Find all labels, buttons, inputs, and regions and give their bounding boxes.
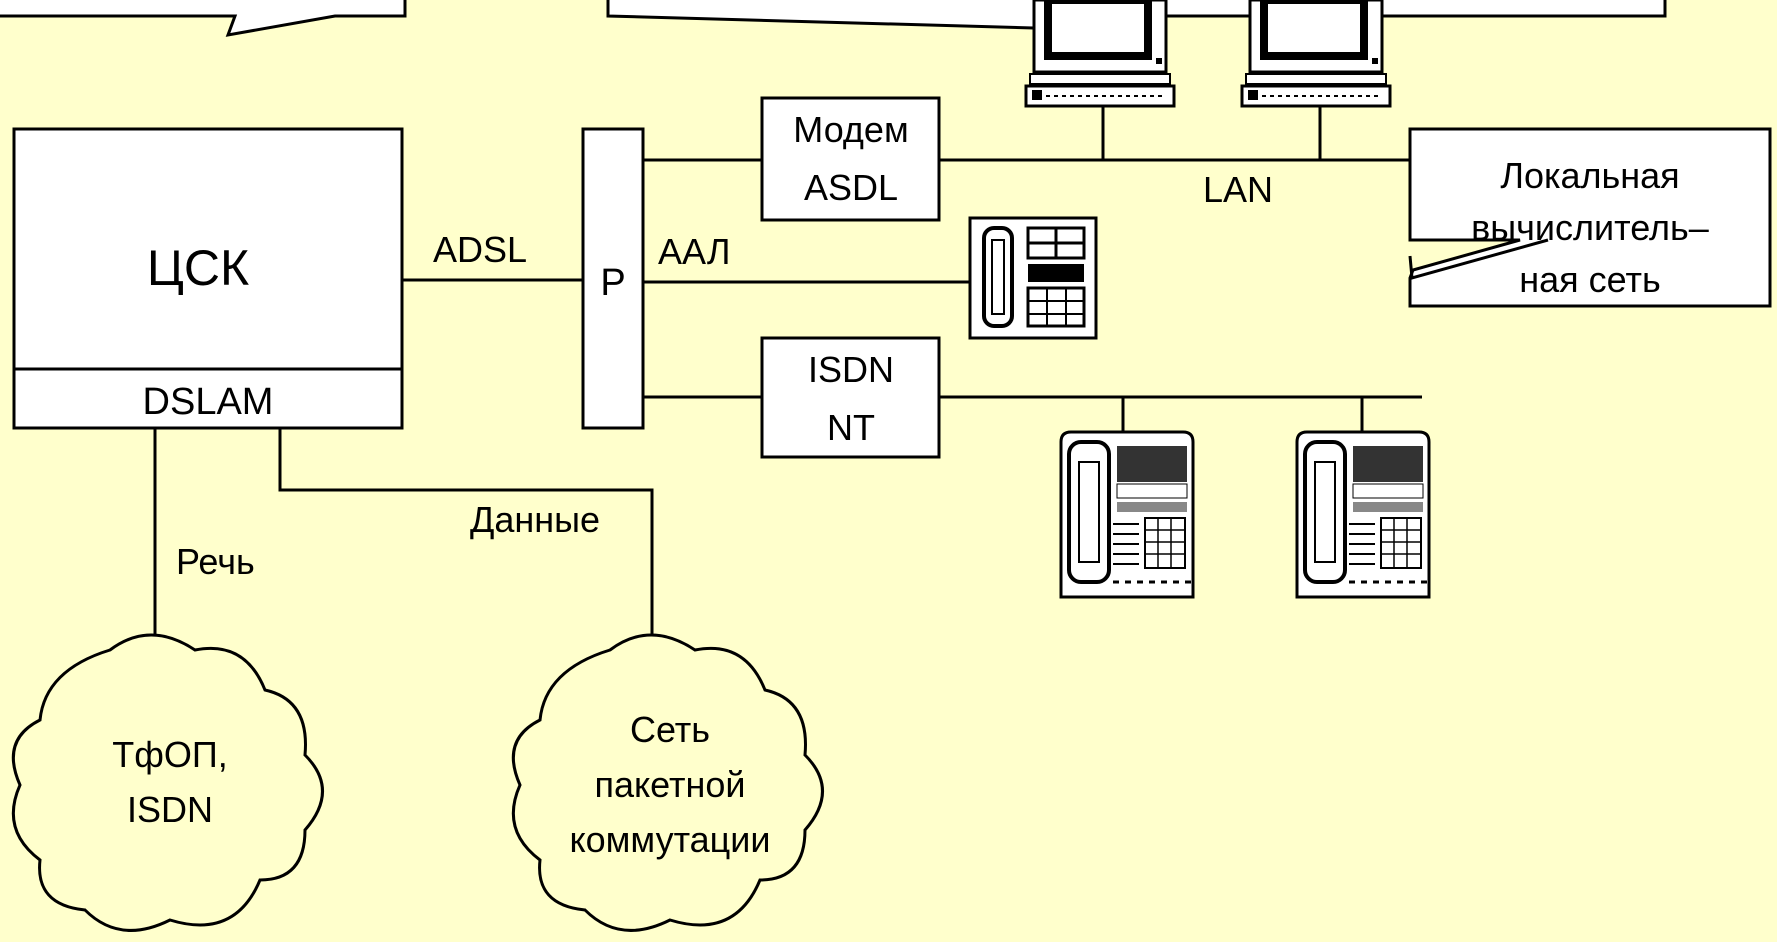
isdn-telephone-icon — [1059, 430, 1195, 599]
isdn-nt-box — [760, 336, 941, 459]
exchange-box — [12, 127, 404, 430]
isdn-nt-line2: NT — [827, 407, 875, 448]
isdn-telephone-icon — [1295, 430, 1431, 599]
packet-line2: пакетной — [595, 764, 746, 805]
lan-label: LAN — [1203, 169, 1273, 210]
pstn-line1: ТфОП, — [112, 734, 228, 775]
lan-callout-pointer — [1408, 238, 1549, 280]
computer-icon — [1024, 0, 1176, 108]
telephone-icon — [968, 216, 1098, 340]
modem-box — [760, 96, 941, 222]
exchange-title: ЦСК — [147, 240, 249, 296]
voice-label: Речь — [176, 541, 255, 582]
computer-icon — [1240, 0, 1392, 108]
packet-line3: коммутации — [569, 819, 770, 860]
pstn-line2: ISDN — [127, 789, 213, 830]
packet-cloud — [511, 633, 824, 932]
data-link — [278, 428, 654, 636]
data-label: Данные — [470, 499, 600, 540]
dslam-label: DSLAM — [143, 381, 274, 423]
lan-callout-line2: вычислитель– — [1471, 207, 1709, 248]
packet-line1: Сеть — [630, 709, 710, 750]
modem-line1: Модем — [793, 109, 908, 150]
aal-label: ААЛ — [658, 231, 730, 272]
splitter-label: Р — [600, 262, 625, 304]
adsl-label: ADSL — [433, 229, 527, 270]
isdn-nt-line1: ISDN — [808, 349, 894, 390]
modem-line2: ASDL — [804, 167, 898, 208]
splitter-box — [581, 127, 645, 430]
lan-callout — [1408, 127, 1772, 308]
lan-callout-line1: Локальная — [1500, 155, 1679, 196]
callout-top-left — [0, 0, 407, 37]
pstn-cloud — [11, 633, 324, 932]
lan-callout-line3: ная сеть — [1519, 259, 1660, 300]
